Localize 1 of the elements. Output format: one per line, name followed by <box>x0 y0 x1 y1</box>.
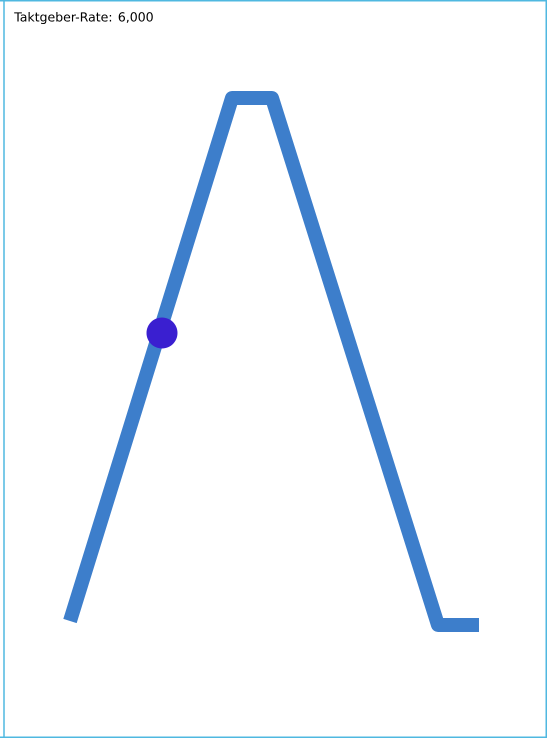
rate-label: Taktgeber-Rate: 6,000 <box>14 12 153 24</box>
